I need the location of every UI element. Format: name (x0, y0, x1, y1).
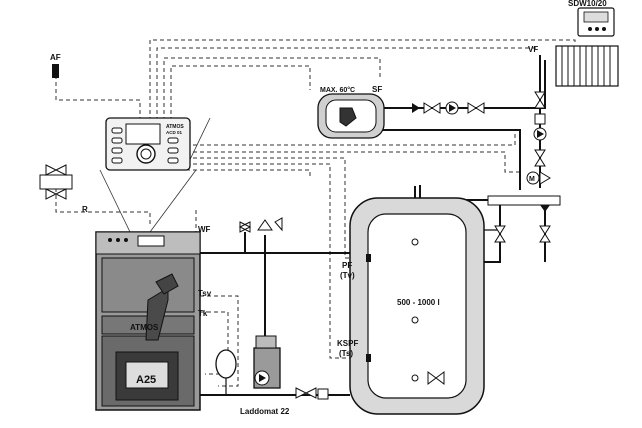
accumulation-tank: 500 - 1000 l PF (Tv) KSPF (Ts) (337, 186, 485, 415)
boiler-atmos: ATMOS A25 WF Tsv Tk (95, 225, 212, 411)
sdw-label: SDW10/20 (568, 0, 607, 8)
svg-text:M: M (529, 176, 535, 183)
safety-valve-group (238, 217, 283, 233)
laddomat-label: Laddomat 22 (240, 407, 290, 416)
pf-label: PF (342, 261, 352, 270)
mixing-valve-actuator: R (39, 164, 88, 214)
control-wiring (55, 39, 576, 387)
af-label: AF (50, 53, 61, 62)
controller-acd01: ATMOS ACD 01 (105, 117, 191, 171)
controller-brand-label: ATMOS (166, 124, 184, 130)
vf-label: VF (528, 45, 538, 54)
r-label: R (82, 205, 88, 214)
boiler-brand-label: ATMOS (130, 323, 159, 332)
max-temp-label: MAX. 60°C (320, 86, 355, 94)
sf-label: SF (372, 85, 382, 94)
radiator: VF (528, 45, 619, 87)
outdoor-sensor-af: AF (50, 53, 61, 78)
wf-label: WF (198, 225, 211, 234)
tsv-label: Tsv (198, 289, 212, 298)
expansion-vessel (215, 349, 237, 395)
room-thermostat-sdw: SDW10/20 (568, 0, 615, 37)
laddomat-22: Laddomat 22 (240, 335, 329, 416)
controller-model-label: ACD 01 (166, 130, 183, 135)
dhw-tank: MAX. 60°C SF (317, 85, 385, 139)
tv-label: (Tv) (340, 271, 355, 280)
ts-label: (Ts) (339, 349, 353, 358)
dhw-loop-components (412, 101, 485, 115)
tank-capacity-label: 500 - 1000 l (397, 298, 440, 307)
boiler-model-label: A25 (136, 374, 156, 386)
heating-circuit: M (487, 91, 561, 243)
tk-label: Tk (198, 309, 208, 318)
kspf-label: KSPF (337, 339, 358, 348)
